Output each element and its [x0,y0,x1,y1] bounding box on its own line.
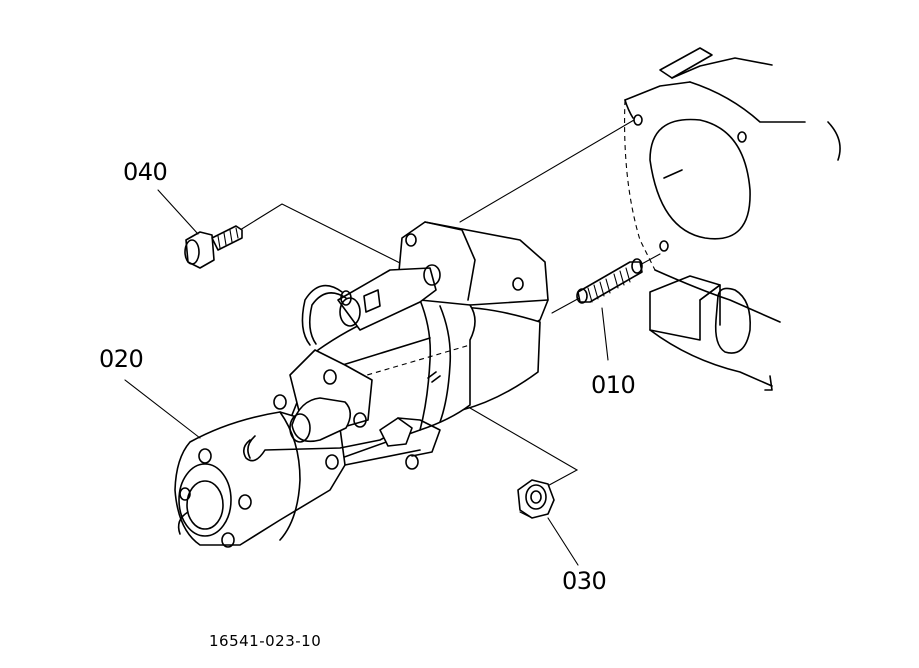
callout-020: 020 [99,345,143,373]
callout-010: 010 [591,371,635,399]
callout-030: 030 [562,567,606,595]
callout-labels: 010 020 030 040 16541-023-10 [99,158,636,650]
callout-leaders [124,189,609,566]
callout-040: 040 [123,158,167,186]
engine-housing-plate [624,47,841,391]
nut-part [517,479,555,519]
starter-motor [174,221,549,548]
bolt-part [184,225,243,269]
stud-part [576,258,643,304]
drawing-number: 16541-023-10 [209,632,321,650]
